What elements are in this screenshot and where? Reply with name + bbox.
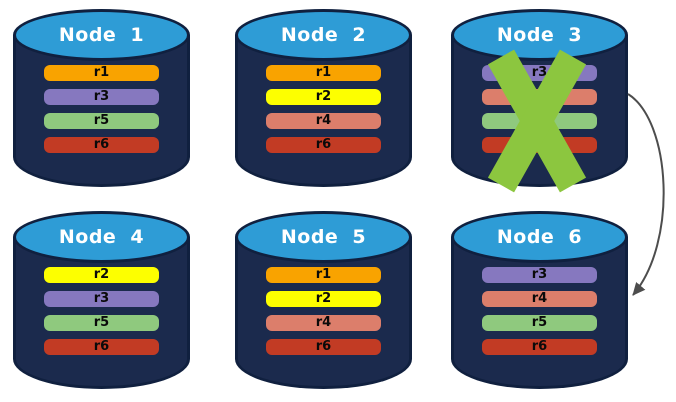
replica-bar: r4	[482, 89, 597, 105]
node-6-cylinder-top: Node 6	[451, 211, 628, 263]
node-6-replicas: r3 r4 r5 r6	[482, 267, 597, 363]
replica-bar: r3	[482, 65, 597, 81]
replica-bar: r1	[266, 65, 381, 81]
node-2-replicas: r1 r2 r4 r6	[266, 65, 381, 161]
node-5-title: Node 5	[280, 226, 367, 248]
replica-bar: r1	[266, 267, 381, 283]
node-6-title: Node 6	[496, 226, 583, 248]
replica-bar: r6	[266, 137, 381, 153]
node-6: Node 6 r3 r4 r5 r6	[451, 211, 628, 389]
node-4-replicas: r2 r3 r5 r6	[44, 267, 159, 363]
replica-bar: r6	[44, 339, 159, 355]
replica-bar: r6	[482, 339, 597, 355]
node-5-replicas: r1 r2 r4 r6	[266, 267, 381, 363]
replica-bar: r5	[44, 315, 159, 331]
replica-bar: r4	[266, 315, 381, 331]
replica-bar: r5	[482, 315, 597, 331]
replica-bar: r3	[44, 291, 159, 307]
node-3-title: Node 3	[496, 24, 583, 46]
node-1: Node 1 r1 r3 r5 r6	[13, 9, 190, 187]
node-2-title: Node 2	[280, 24, 367, 46]
replica-bar: r5	[44, 113, 159, 129]
replica-bar: r1	[44, 65, 159, 81]
replica-bar: r4	[482, 291, 597, 307]
replica-bar: r2	[44, 267, 159, 283]
replica-bar: r6	[482, 137, 597, 153]
node-4-title: Node 4	[58, 226, 145, 248]
node-3: Node 3 r3 r4 r5 r6	[451, 9, 628, 187]
node-2-cylinder-top: Node 2	[235, 9, 412, 61]
node-4: Node 4 r2 r3 r5 r6	[13, 211, 190, 389]
replica-bar: r3	[482, 267, 597, 283]
node-5-cylinder-top: Node 5	[235, 211, 412, 263]
replica-bar: r4	[266, 113, 381, 129]
node-1-cylinder-top: Node 1	[13, 9, 190, 61]
node-1-title: Node 1	[58, 24, 145, 46]
failover-arrow	[627, 93, 665, 296]
replica-bar: r3	[44, 89, 159, 105]
node-4-cylinder-top: Node 4	[13, 211, 190, 263]
node-3-cylinder-top: Node 3	[451, 9, 628, 61]
replica-bar: r2	[266, 291, 381, 307]
replica-bar: r6	[44, 137, 159, 153]
node-3-replicas: r3 r4 r5 r6	[482, 65, 597, 161]
replica-bar: r6	[266, 339, 381, 355]
node-2: Node 2 r1 r2 r4 r6	[235, 9, 412, 187]
node-1-replicas: r1 r3 r5 r6	[44, 65, 159, 161]
node-5: Node 5 r1 r2 r4 r6	[235, 211, 412, 389]
replica-bar: r5	[482, 113, 597, 129]
replica-bar: r2	[266, 89, 381, 105]
